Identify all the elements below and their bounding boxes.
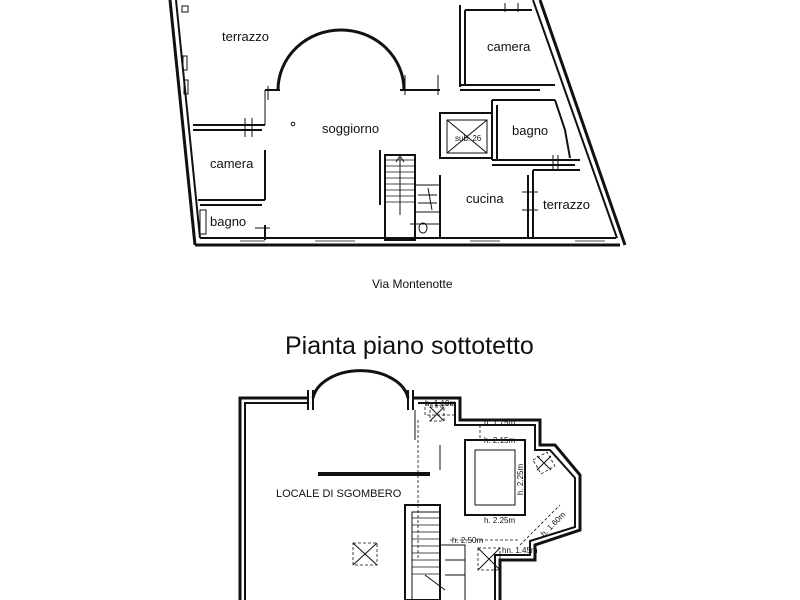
height-label-1: h. 1.10m <box>425 399 456 408</box>
room-label-soggiorno: soggiorno <box>322 121 379 136</box>
attic-arch <box>311 369 410 399</box>
skylight-bottom-left <box>352 542 378 566</box>
left-rooms-walls <box>193 118 270 240</box>
bagno-right-walls <box>491 99 580 170</box>
lower-floor-plan <box>238 369 582 600</box>
attic-core-walls <box>439 439 526 516</box>
height-label-8: hn. 1.45m <box>502 546 538 555</box>
room-label-locale-sgombero: LOCALE DI SGOMBERO <box>276 488 402 500</box>
partition-bar <box>318 472 430 476</box>
room-label-terrazzo-right: terrazzo <box>543 197 590 212</box>
height-label-5: h. 2.25m <box>484 516 515 525</box>
skylight-bottom-right <box>477 547 501 571</box>
room-label-bagno-left: bagno <box>210 214 246 229</box>
room-label-camera-left: camera <box>210 156 254 171</box>
street-label: Via Montenotte <box>372 277 453 291</box>
room-label-bagno-right: bagno <box>512 123 548 138</box>
skylight-top <box>429 406 445 422</box>
upper-stair <box>379 150 441 241</box>
upper-floor-plan <box>168 0 627 247</box>
room-label-terrazzo-left: terrazzo <box>222 29 269 44</box>
room-label-camera-top: camera <box>487 39 531 54</box>
height-label-7: h. 2.50m <box>452 536 483 545</box>
cucina-walls <box>439 169 580 238</box>
attic-outer-walls <box>238 390 582 600</box>
height-label-3: h. 2.15m <box>484 436 515 445</box>
height-label-2: h. 1.75m <box>484 418 515 427</box>
height-label-4: h. 2.25m <box>516 464 525 495</box>
living-room-arch <box>276 28 406 91</box>
skylight-right <box>532 451 556 475</box>
room-label-cucina: cucina <box>466 191 504 206</box>
attic-stair <box>404 504 466 600</box>
outer-walls <box>168 0 627 247</box>
drawing-title: Pianta piano sottotetto <box>285 332 534 360</box>
lift-label: sub. 26 <box>455 134 482 143</box>
camera-top-walls <box>404 3 555 95</box>
